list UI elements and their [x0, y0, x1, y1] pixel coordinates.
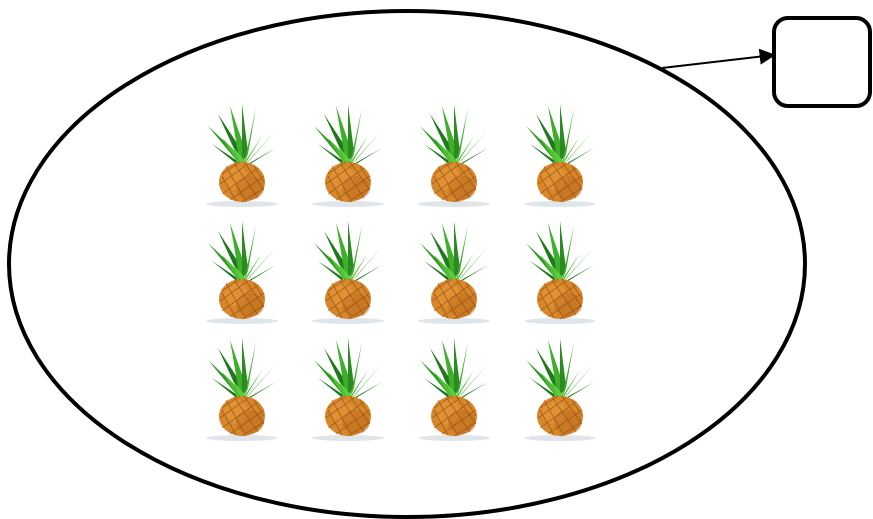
arrow [662, 55, 774, 68]
group-oval [9, 11, 805, 517]
answer-box-value [776, 20, 870, 104]
